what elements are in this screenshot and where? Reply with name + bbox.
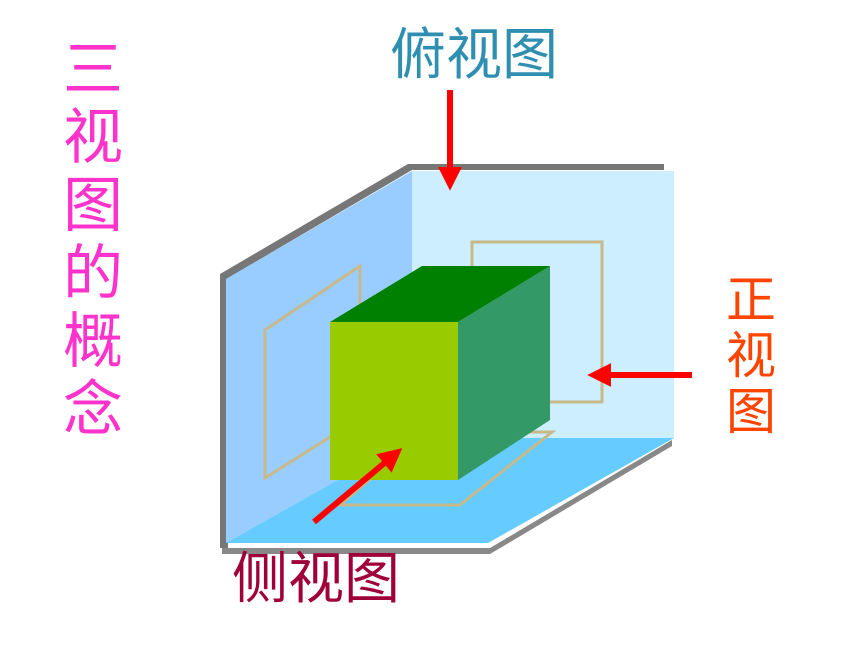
front-view-char: 正 [726,271,776,329]
title-char: 视 [63,103,123,173]
cube-right-face [458,266,550,480]
side-view-label: 侧视图 [232,547,400,612]
floor-projection-plane [226,438,674,543]
diagram-title: 三 视 图 的 概 念 [58,36,128,444]
front-view-label: 正 视 图 [720,272,782,440]
front-view-char: 视 [726,327,776,385]
side-view-arrow [312,448,403,525]
cube-top-face [330,266,550,322]
title-char: 图 [63,171,123,241]
title-char: 三 [63,35,123,105]
top-view-label: 俯视图 [390,23,558,88]
title-char: 概 [63,307,123,377]
front-view-char: 图 [726,383,776,441]
floor-panel-shadow [222,440,672,554]
title-char: 的 [63,239,123,309]
title-char: 念 [63,375,123,445]
